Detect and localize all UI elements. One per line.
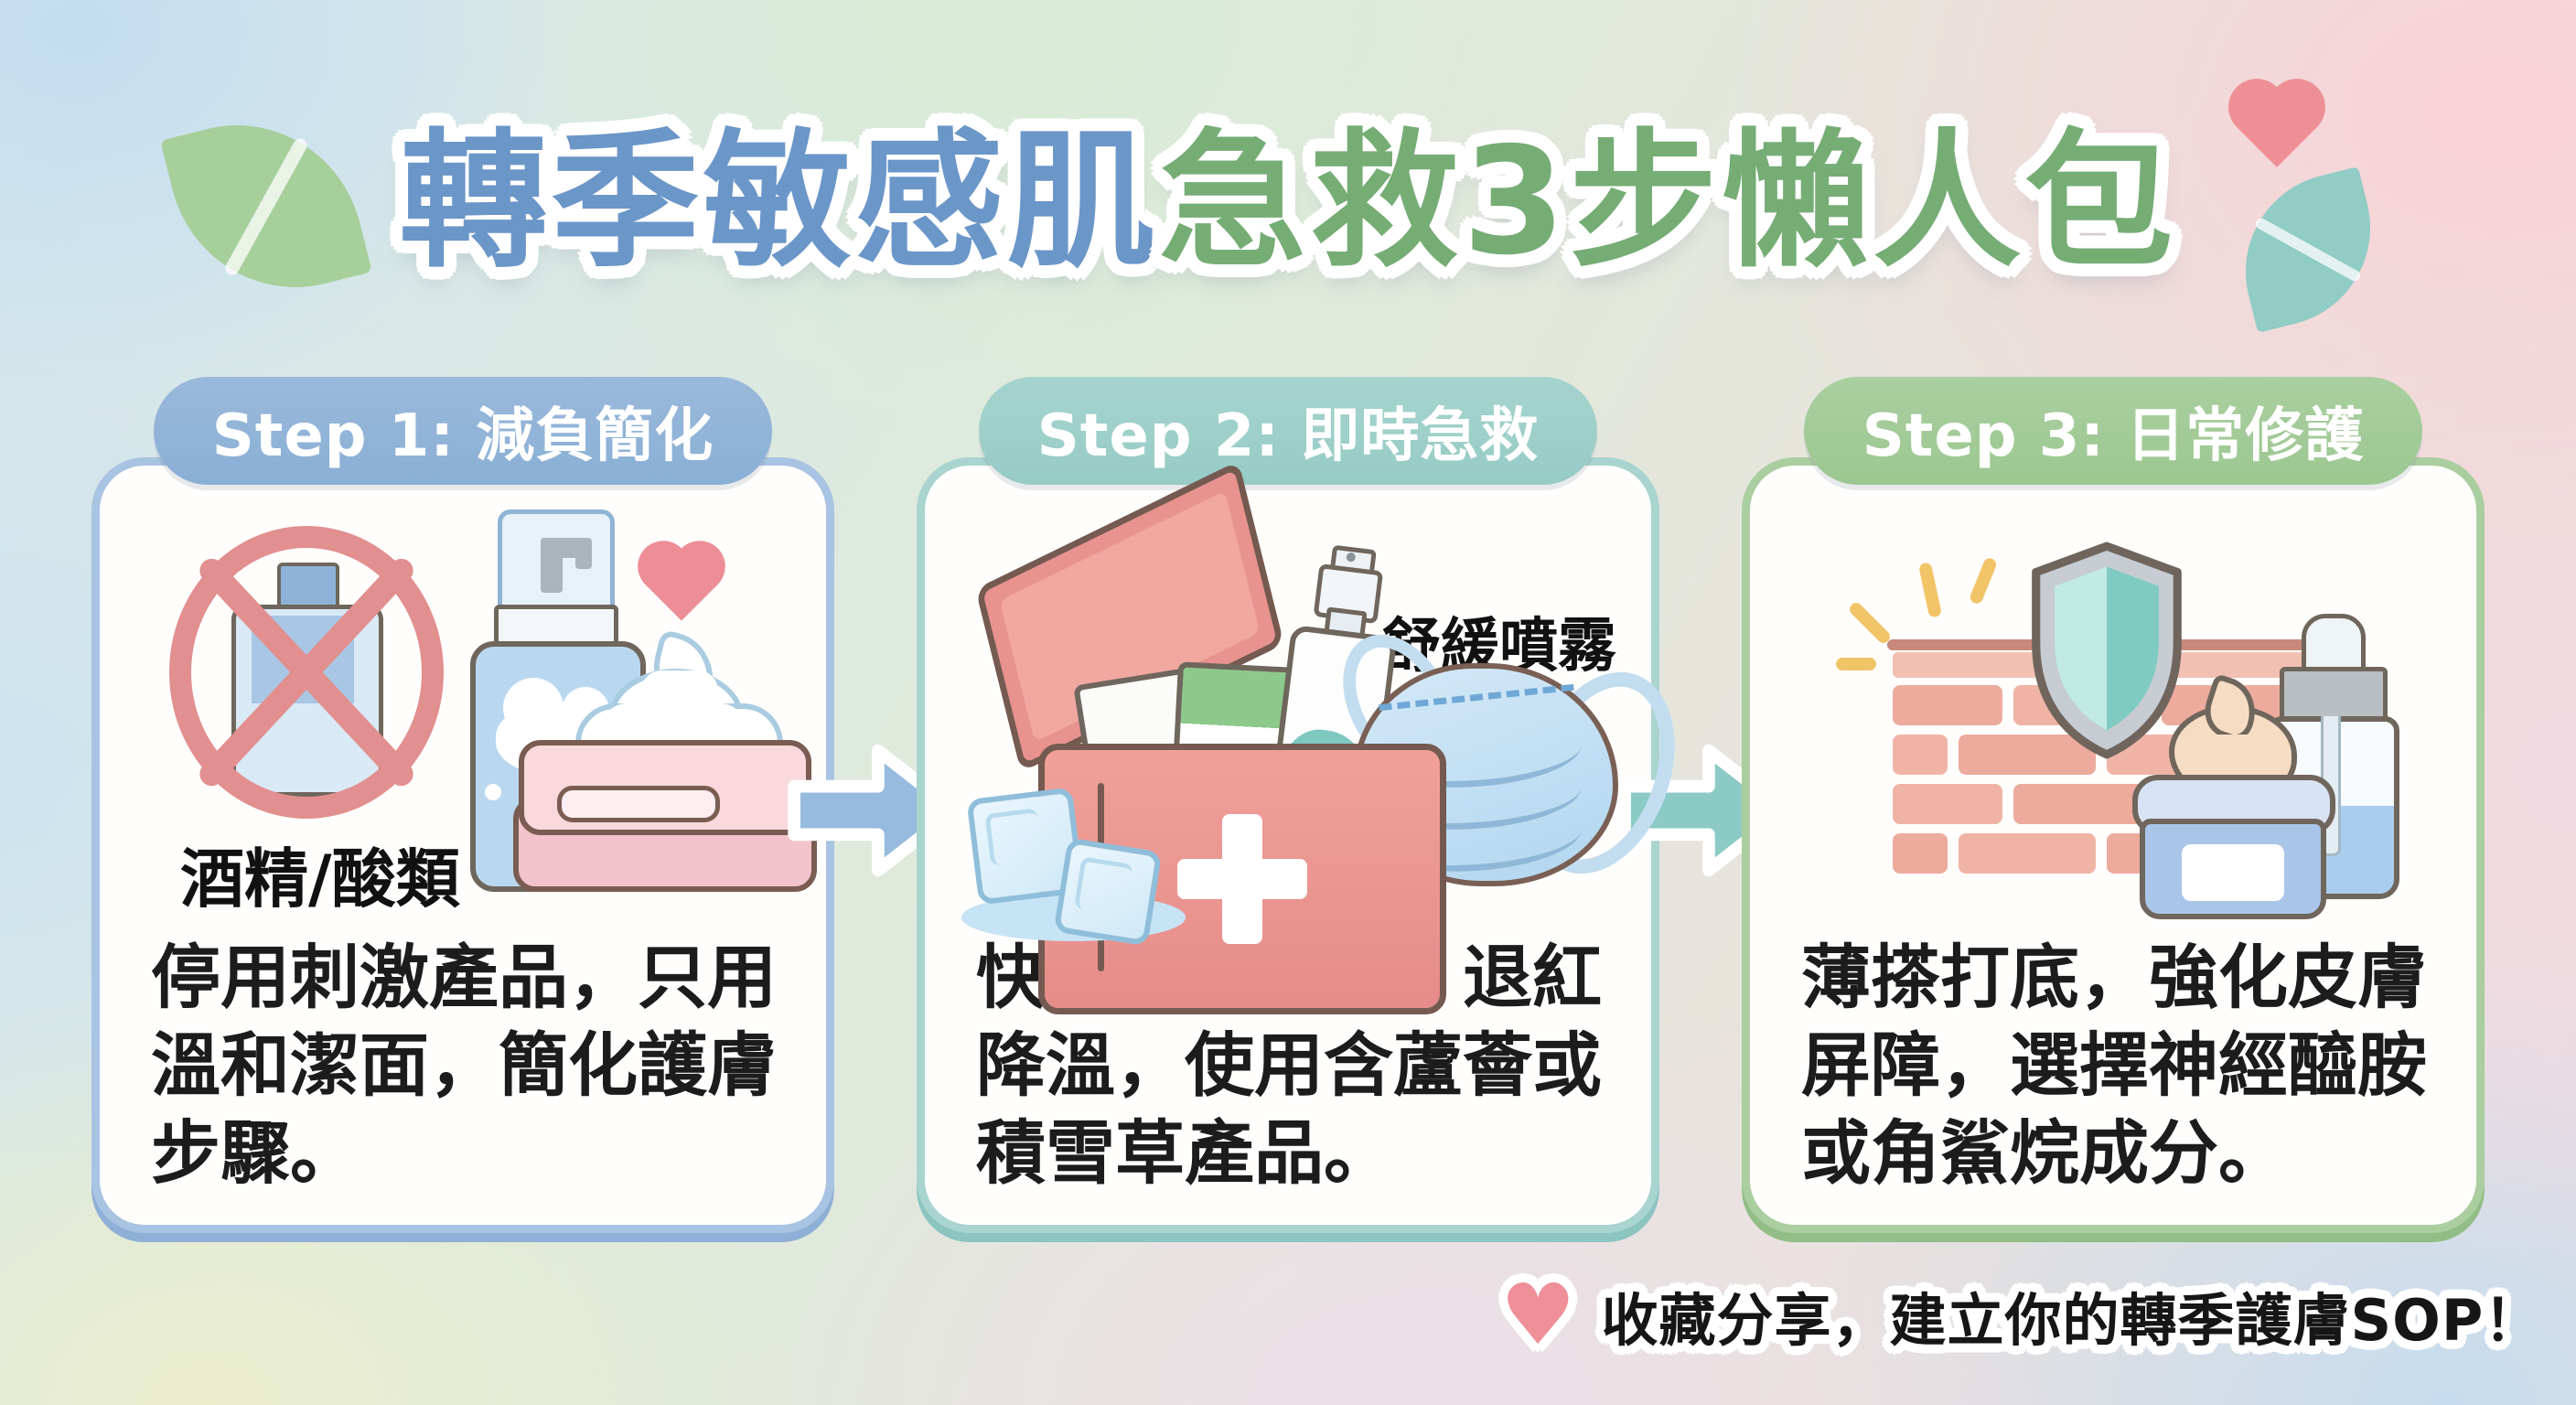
- step-3-card: Step 3: 日常修護: [1742, 377, 2485, 1233]
- step-1-card: Step 1: 減負簡化: [91, 377, 834, 1233]
- sparkles-icon: [1830, 550, 2013, 705]
- jar-body: [2140, 819, 2326, 919]
- sparkle-ray: [1836, 658, 1876, 670]
- towel-icon: [513, 740, 817, 892]
- foam-patch: [641, 670, 718, 711]
- sparkle-ray: [1917, 562, 1943, 618]
- footer-text: 收藏分享，建立你的轉季護膚SOP！: [1601, 1287, 2542, 1354]
- cream-jar-icon: [2132, 705, 2335, 919]
- medical-cross-icon: [1177, 859, 1307, 899]
- right-arrow-icon: [788, 744, 961, 877]
- ice-cube: [1053, 837, 1163, 947]
- step-1-header: Step 1: 減負簡化: [154, 377, 772, 485]
- step-1-description: 停用刺激產品，只用溫和潔面，簡化護膚步驟。: [151, 937, 777, 1194]
- pump-arm: [541, 538, 592, 558]
- ice-cubes-icon: [961, 787, 1201, 947]
- title-part-blue: 轉季敏感肌: [399, 116, 1159, 288]
- towel-fold: [557, 786, 720, 822]
- shield-icon: [2032, 542, 2182, 759]
- pump-cap: [498, 509, 615, 617]
- step-1-icon-caption: 酒精/酸類: [180, 842, 460, 917]
- towel-layer: [519, 740, 811, 835]
- leaf-vein: [2253, 216, 2363, 284]
- mask-dashed-seam: [1379, 683, 1574, 712]
- step-2-card: Step 2: 即時急救: [917, 377, 1701, 1233]
- page-title: 轉季敏感肌急救3步懶人包: [0, 80, 2576, 295]
- pump-spout: [575, 554, 592, 569]
- heart-icon: ♥: [1500, 1266, 1576, 1364]
- sparkle-ray: [1968, 556, 1999, 606]
- step-2-header: Step 2: 即時急救: [979, 377, 1597, 485]
- heart-icon: [645, 548, 718, 621]
- sparkle-ray: [1847, 600, 1893, 646]
- step-3-description: 薄搽打底，強化皮膚屏障，選擇神經醯胺或角鯊烷成分。: [1801, 937, 2427, 1194]
- dropper-bottle-icon: [2268, 614, 2399, 899]
- title-part-green: 急救3步懶人包: [1158, 116, 2177, 288]
- footer-tagline: ♥ 收藏分享，建立你的轉季護膚SOP！: [1500, 1273, 2541, 1357]
- foam-dot: [485, 784, 501, 800]
- jar-label: [2182, 844, 2284, 901]
- no-alcohol-bottle-icon: [169, 526, 444, 819]
- step-3-header: Step 3: 日常修護: [1804, 377, 2422, 485]
